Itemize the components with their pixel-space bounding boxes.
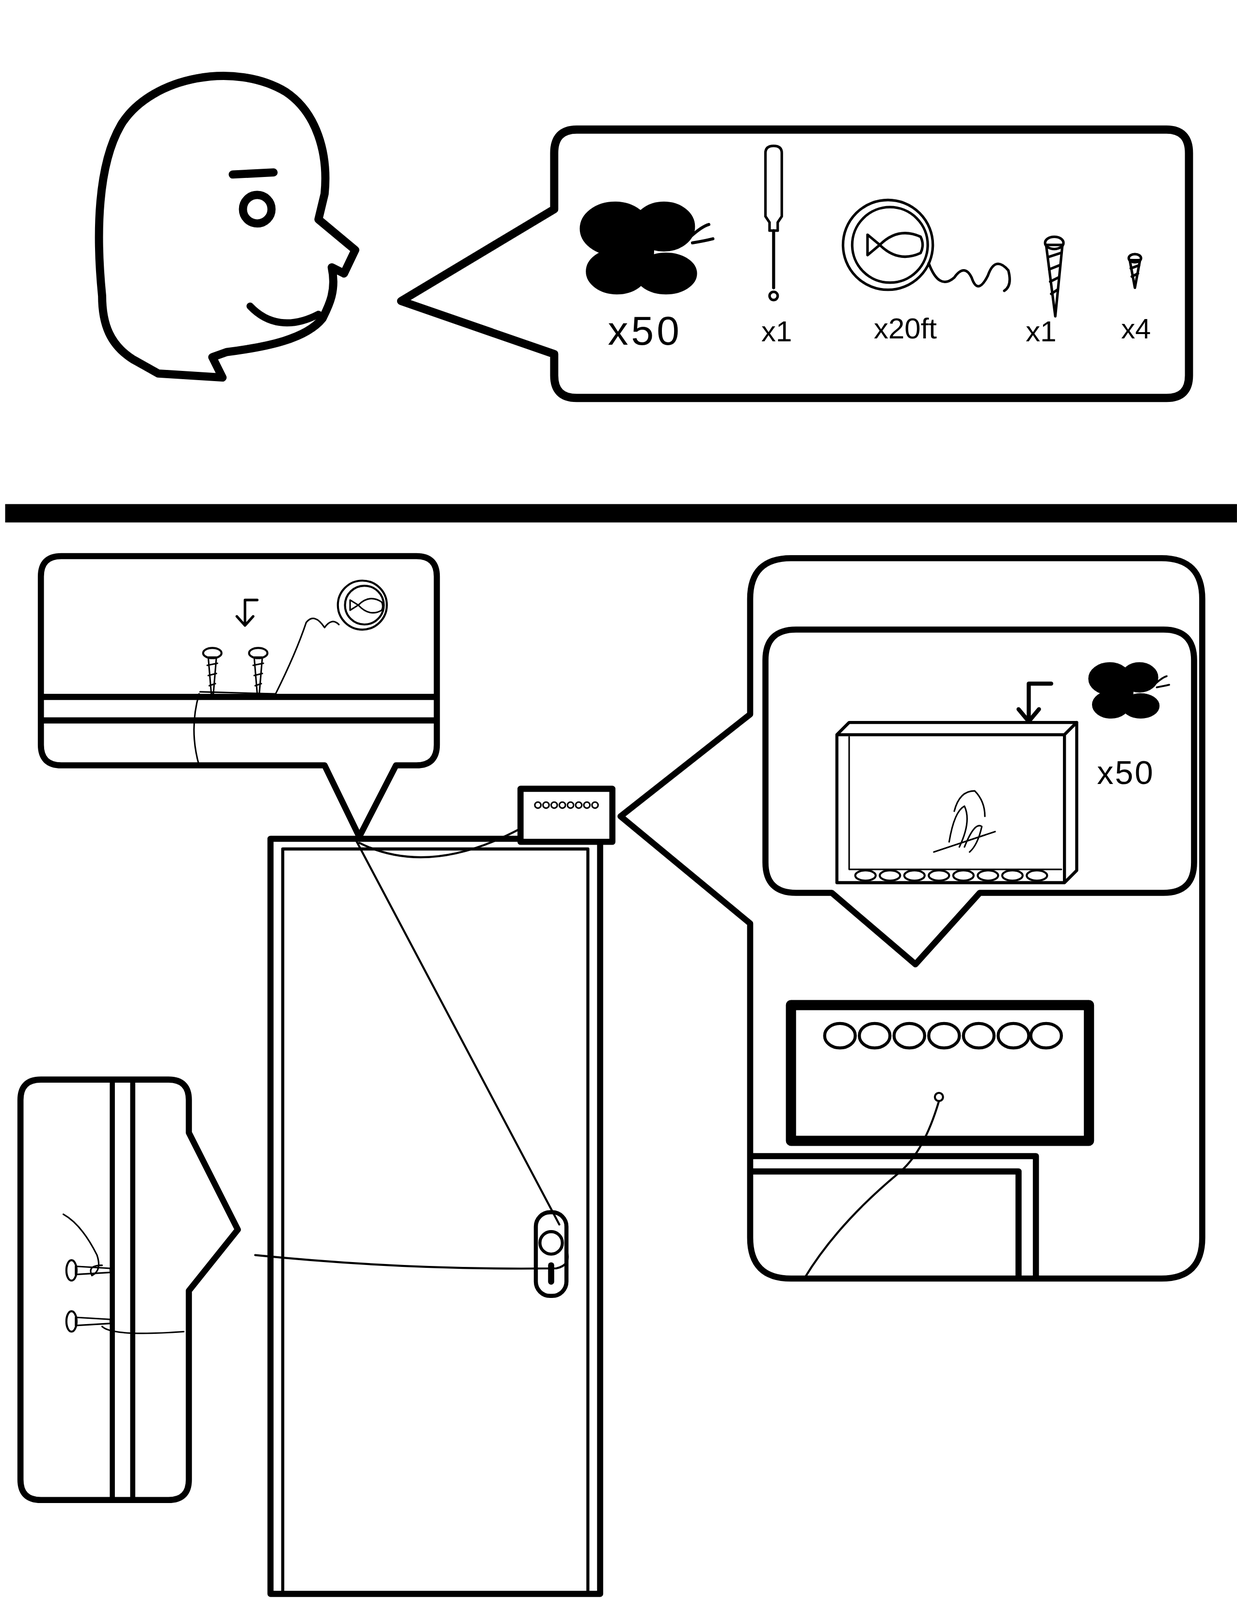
screwdriver-icon — [765, 145, 783, 301]
parts-list-bubble: x50 x1 x20ft x1 x4 — [558, 133, 1185, 395]
part-quantity: x50 — [1096, 755, 1155, 789]
head-figure — [98, 76, 355, 378]
callout-bubble — [765, 629, 1195, 965]
box-fill-callout: x50 — [769, 633, 1190, 889]
short-screw-icon — [1128, 254, 1141, 288]
callout-bubble — [40, 556, 437, 837]
callout-bubble — [620, 558, 1203, 1279]
callout-bubble — [20, 1079, 238, 1501]
long-screw-icon — [1044, 236, 1064, 317]
moth-icon — [580, 202, 714, 294]
door — [270, 838, 601, 1594]
box-closeup — [752, 1005, 1090, 1279]
part-quantity: x4 — [1121, 314, 1151, 343]
speech-bubble — [401, 129, 1189, 399]
frame-edge-detail — [63, 1081, 184, 1499]
trip-string — [255, 828, 568, 1270]
box-holes — [534, 802, 598, 809]
part-quantity: x1 — [1025, 317, 1057, 347]
moth-box — [520, 788, 612, 842]
box-interior-view — [836, 683, 1077, 883]
moth-icon — [1088, 662, 1170, 719]
fishing-line-reel-icon — [843, 200, 1011, 291]
divider-bar — [5, 504, 1237, 523]
part-quantity: x1 — [761, 317, 792, 347]
part-length: x20ft — [873, 314, 937, 344]
door-frame-detail — [43, 580, 435, 766]
part-quantity: x50 — [608, 310, 683, 352]
